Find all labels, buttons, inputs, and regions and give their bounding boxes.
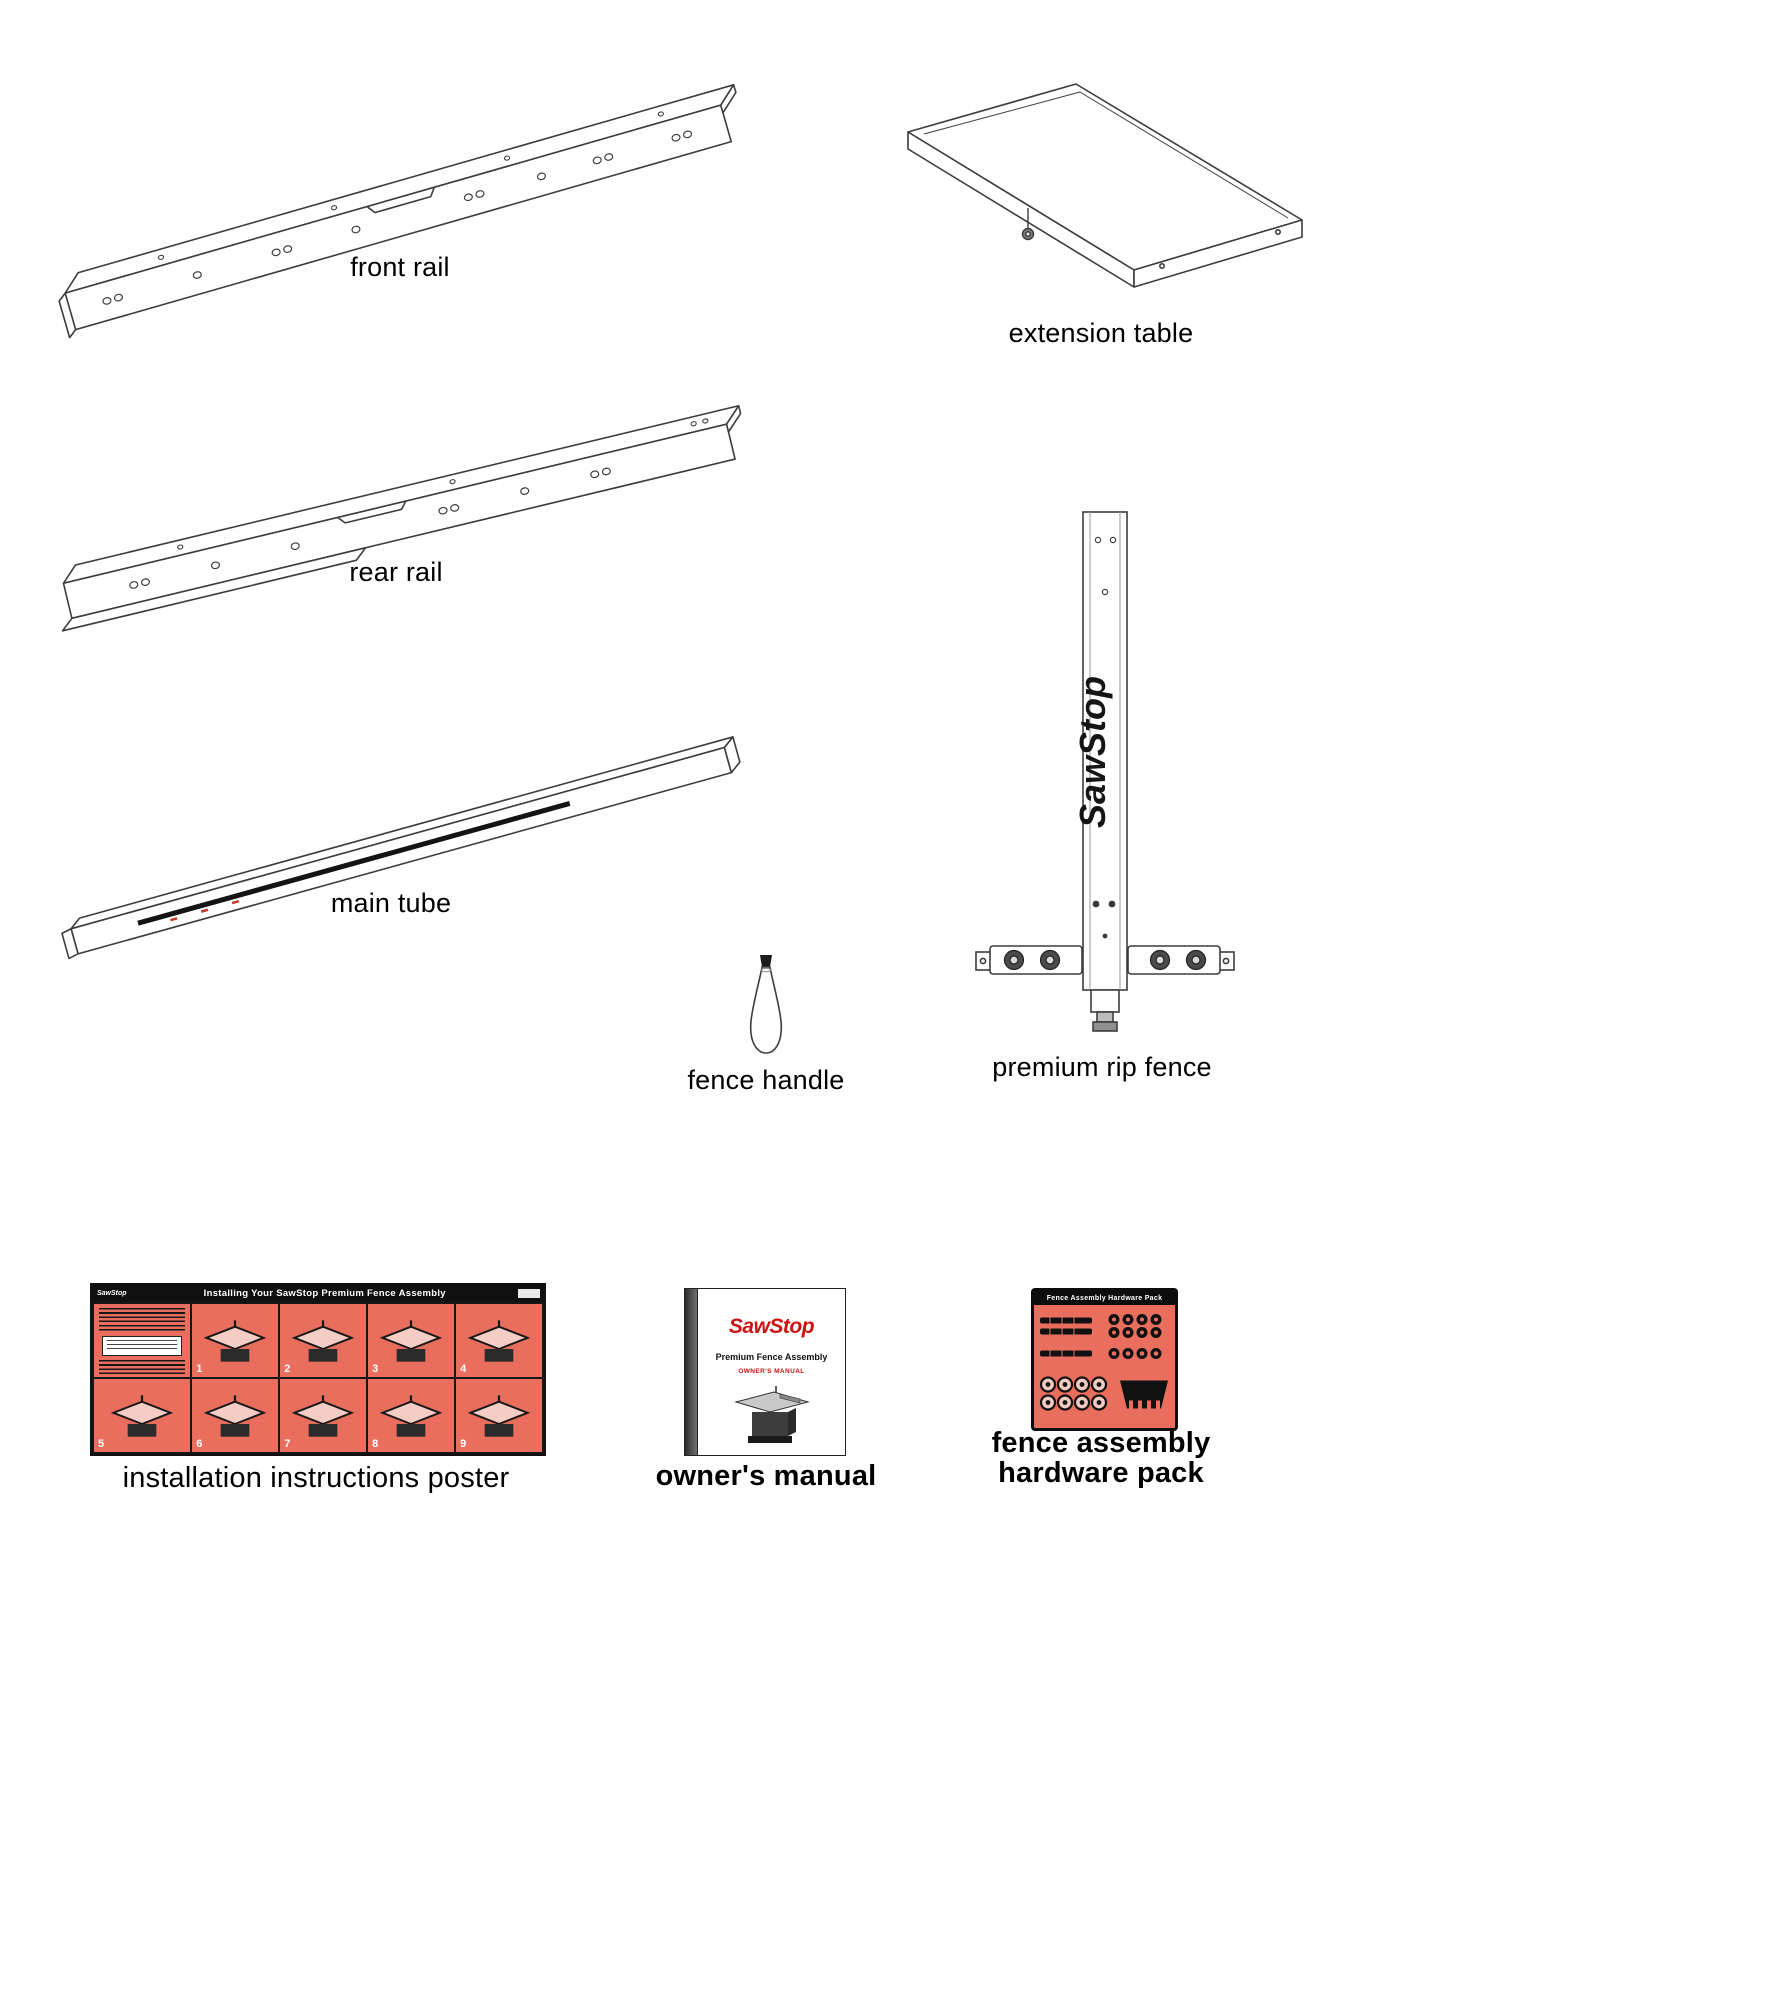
poster-step-panel: 9 xyxy=(456,1379,542,1452)
rip-fence-label: premium rip fence xyxy=(992,1052,1212,1082)
poster-intro-panel xyxy=(94,1304,191,1377)
step-number: 5 xyxy=(98,1438,105,1450)
poster-step-panel: 2 xyxy=(280,1304,367,1377)
installation-poster-label: installation instructions poster xyxy=(122,1462,510,1494)
intro-parts-list xyxy=(102,1336,183,1356)
manual-cover: SawStop Premium Fence Assembly OWNER'S M… xyxy=(698,1289,845,1455)
step-number: 6 xyxy=(196,1438,203,1450)
table-saw-icon xyxy=(291,1319,355,1362)
hardware-pack-contents xyxy=(1034,1305,1175,1428)
front-rail-label: front rail xyxy=(350,252,450,282)
extension-table-label: extension table xyxy=(1008,318,1194,348)
step-number: 7 xyxy=(284,1438,291,1450)
main-tube-label: main tube xyxy=(330,888,452,918)
poster-brand-logo: SawStop xyxy=(97,1290,127,1297)
table-saw-illustration xyxy=(733,1386,810,1443)
poster-title: Installing Your SawStop Premium Fence As… xyxy=(203,1288,446,1299)
table-saw-icon xyxy=(467,1319,531,1362)
poster-step-panel: 4 xyxy=(456,1304,542,1377)
table-saw-icon xyxy=(291,1394,355,1437)
poster-step-panel: 7 xyxy=(280,1379,367,1452)
manual-subtitle: Premium Fence Assembly xyxy=(715,1352,828,1362)
table-saw-icon xyxy=(379,1394,443,1437)
table-saw-icon xyxy=(379,1319,443,1362)
step-number: 3 xyxy=(372,1363,379,1375)
poster-grid: 1 2 3 4 5 6 7 xyxy=(92,1302,544,1454)
manual-note: OWNER'S MANUAL xyxy=(738,1368,805,1375)
hardware-pack: Fence Assembly Hardware Pack xyxy=(1031,1288,1178,1431)
manual-brand: SawStop xyxy=(728,1315,815,1338)
intro-text-lines xyxy=(99,1308,186,1332)
rip-fence-illustration: SawStop xyxy=(962,500,1242,1045)
step-number: 4 xyxy=(460,1363,467,1375)
manual-spine xyxy=(685,1289,698,1455)
poster-step-panel: 5 xyxy=(94,1379,191,1452)
step-number: 9 xyxy=(460,1438,467,1450)
table-saw-icon xyxy=(203,1319,267,1362)
fence-handle-label: fence handle xyxy=(687,1065,845,1095)
table-saw-icon xyxy=(467,1394,531,1437)
fence-handle-illustration xyxy=(706,945,826,1065)
step-number: 8 xyxy=(372,1438,379,1450)
step-number: 2 xyxy=(284,1363,291,1375)
hardware-pack-label-line1: fence assembly xyxy=(991,1427,1211,1459)
rear-rail-label: rear rail xyxy=(349,557,443,587)
table-saw-icon xyxy=(110,1394,174,1437)
poster-step-panel: 3 xyxy=(368,1304,455,1377)
intro-text-lines xyxy=(99,1360,186,1376)
hardware-pack-label-line2: hardware pack xyxy=(998,1457,1204,1490)
table-saw-icon xyxy=(203,1394,267,1437)
poster-step-panel: 1 xyxy=(192,1304,279,1377)
fence-brand-text: SawStop xyxy=(1072,676,1113,828)
extension-table-illustration xyxy=(880,70,1330,310)
front-rail-illustration xyxy=(40,70,760,339)
rear-rail-illustration xyxy=(40,385,760,635)
owners-manual: SawStop Premium Fence Assembly OWNER'S M… xyxy=(684,1288,846,1456)
main-tube-illustration xyxy=(40,730,760,970)
hardware-pack-header: Fence Assembly Hardware Pack xyxy=(1034,1291,1175,1305)
poster-step-panel: 6 xyxy=(192,1379,279,1452)
poster-corner-mark xyxy=(518,1289,540,1298)
owners-manual-label: owner's manual xyxy=(655,1460,877,1492)
installation-poster: SawStop Installing Your SawStop Premium … xyxy=(90,1283,546,1456)
hardware-pack-label: fence assembly hardware pack xyxy=(941,1428,1261,1489)
poster-step-panel: 8 xyxy=(368,1379,455,1452)
step-number: 1 xyxy=(196,1363,203,1375)
poster-header: SawStop Installing Your SawStop Premium … xyxy=(92,1285,544,1302)
